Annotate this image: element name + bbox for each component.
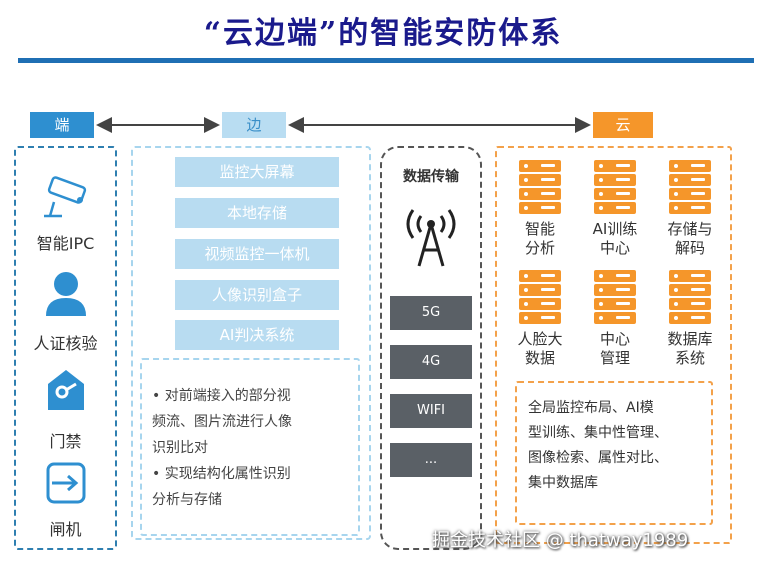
cloud-item-database: 数据库系统 <box>667 330 713 367</box>
edge-item-storage: 本地存储 <box>175 198 339 228</box>
cloud-item-storage: 存储与解码 <box>667 220 713 257</box>
network-more: ... <box>390 443 472 477</box>
edge-item-facebox: 人像识别盒子 <box>175 280 339 310</box>
tier-tag-bian: 边 <box>222 112 286 138</box>
tier-tag-duan: 端 <box>30 112 94 138</box>
server-icon <box>519 270 561 326</box>
yun-panel <box>495 146 732 544</box>
title-divider <box>18 58 754 63</box>
tier-tag-yun: 云 <box>593 112 653 138</box>
cloud-desc-line: 型训练、集中性管理、 <box>528 425 668 441</box>
duan-panel <box>14 146 117 550</box>
edge-desc-line: • 实现结构化属性识别 <box>152 466 291 482</box>
network-5g: 5G <box>390 296 472 330</box>
bian-panel <box>131 146 371 540</box>
server-icon <box>519 160 561 216</box>
network-wifi: WIFI <box>390 394 472 428</box>
server-icon <box>594 160 636 216</box>
cloud-item-analysis: 智能分析 <box>524 220 555 257</box>
camera-icon <box>44 176 87 218</box>
transmission-panel <box>380 146 482 550</box>
cloud-item-training: AI训练中心 <box>592 220 638 257</box>
edge-item-allinone: 视频监控一体机 <box>175 239 339 269</box>
server-icon <box>669 160 711 216</box>
duan-label-verify: 人证核验 <box>33 334 98 353</box>
page-title: “云边端”的智能安防体系 <box>203 16 563 51</box>
gate-icon <box>46 462 86 504</box>
duan-label-access: 门禁 <box>49 432 82 451</box>
person-icon <box>46 272 86 316</box>
duan-label-ipc: 智能IPC <box>36 234 95 253</box>
cloud-item-facedata: 人脸大数据 <box>517 330 563 367</box>
cloud-desc-line: 图像检索、属性对比、 <box>528 450 668 466</box>
antenna-icon <box>406 209 456 267</box>
server-icon <box>669 270 711 326</box>
cloud-desc-line: 集中数据库 <box>528 475 598 491</box>
edge-item-ai: AI判决系统 <box>175 320 339 350</box>
edge-item-screen: 监控大屏幕 <box>175 157 339 187</box>
cloud-description: 全局监控布局、AI模 型训练、集中性管理、 图像检索、属性对比、 集中数据库 <box>528 396 704 496</box>
edge-description: • 对前端接入的部分视 频流、图片流进行人像 识别比对 • 实现结构化属性识别 … <box>152 383 352 513</box>
cloud-item-management: 中心管理 <box>599 330 630 367</box>
network-4g: 4G <box>390 345 472 379</box>
watermark: 掘金技术社区 @ thatway1989 <box>432 530 689 551</box>
yun-desc-box <box>515 381 713 525</box>
key-lock-icon <box>48 370 84 410</box>
duan-label-gate: 闸机 <box>49 520 82 539</box>
edge-desc-line: • 对前端接入的部分视 <box>152 388 291 404</box>
bian-desc-box <box>140 358 360 536</box>
transmission-title: 数据传输 <box>403 169 459 185</box>
cloud-desc-line: 全局监控布局、AI模 <box>528 400 654 416</box>
edge-desc-line: 频流、图片流进行人像 <box>152 414 292 430</box>
server-icon <box>594 270 636 326</box>
edge-desc-line: 分析与存储 <box>152 492 222 508</box>
tier-arrows <box>96 117 591 133</box>
edge-desc-line: 识别比对 <box>152 440 208 456</box>
